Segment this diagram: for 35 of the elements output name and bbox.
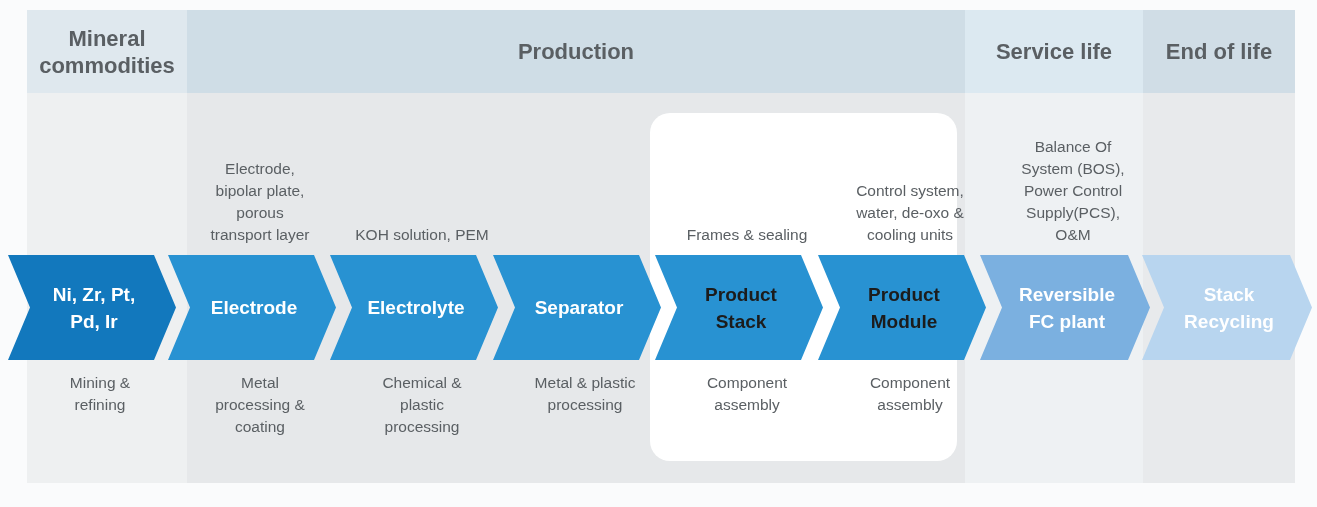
caption-text: Component assembly: [705, 373, 789, 415]
process-step: [330, 255, 498, 360]
caption-text: Mining & refining: [68, 373, 132, 415]
process-step: [655, 255, 823, 360]
step-label: Product Module: [867, 282, 941, 334]
column-header: [27, 10, 187, 93]
column-header: [1143, 10, 1295, 93]
step-label: Separator: [534, 296, 624, 320]
caption-text: Frames & sealing: [685, 225, 809, 245]
process-step: [493, 255, 661, 360]
column-header: [187, 10, 965, 93]
process-step: [8, 255, 176, 360]
caption-text: Balance Of System (BOS), Power Control Supply(PCS), O&M: [1020, 137, 1126, 245]
process-step: [1142, 255, 1312, 360]
header-text: End of life: [1165, 38, 1273, 65]
header-text: Mineral commodities: [38, 24, 176, 79]
caption-text: Chemical & plastic processing: [381, 373, 463, 437]
step-label: Product Stack: [704, 282, 778, 334]
step-label: Reversible FC plant: [1017, 282, 1117, 334]
caption-text: Component assembly: [868, 373, 952, 415]
caption-text: KOH solution, PEM: [354, 225, 490, 245]
caption-text: Control system, water, de-oxo & cooling units: [855, 181, 965, 245]
caption-text: Metal & plastic processing: [533, 373, 637, 415]
step-label: Electrolyte: [367, 296, 465, 320]
caption-text: Electrode, bipolar plate, porous transport layer: [209, 159, 311, 245]
caption-text: Metal processing & coating: [214, 373, 306, 437]
step-label: Stack Recycling: [1183, 282, 1275, 334]
header-text: Production: [517, 38, 635, 65]
step-label: Electrode: [210, 296, 298, 320]
step-label: Ni, Zr, Pt, Pd, Ir: [51, 282, 137, 334]
process-step: [818, 255, 986, 360]
process-step: [168, 255, 336, 360]
column-header: [965, 10, 1143, 93]
process-step: [980, 255, 1150, 360]
header-text: Service life: [995, 38, 1113, 65]
